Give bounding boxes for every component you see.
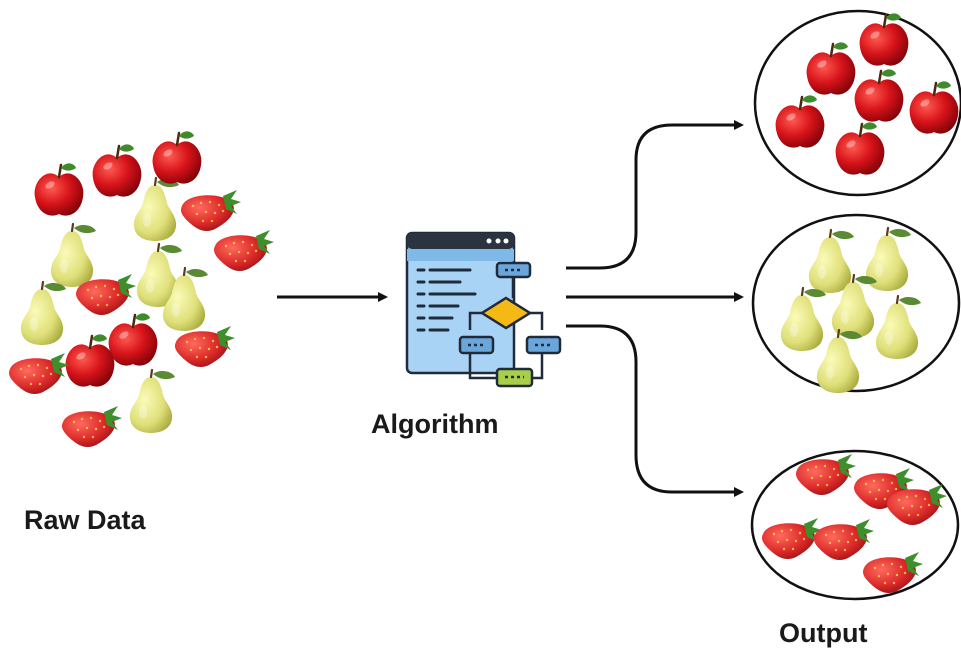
strawberry-icon <box>9 353 69 395</box>
output-group-apples <box>753 9 961 197</box>
pear-icon <box>19 280 68 347</box>
output-arrow-strawberries <box>566 324 744 497</box>
pear-icon <box>132 176 181 243</box>
pear-icon <box>49 222 98 289</box>
pear-icon <box>128 368 177 435</box>
raw-data-fruits <box>9 130 274 448</box>
apple-icon <box>107 312 159 367</box>
strawberry-icon <box>181 190 241 232</box>
output-group-pears <box>751 213 961 395</box>
output-arrow-apples <box>566 120 744 270</box>
apple-icon <box>151 130 203 185</box>
algorithm-label: Algorithm <box>371 409 499 439</box>
apple-icon <box>33 162 85 217</box>
algorithm-icon <box>405 231 562 388</box>
output-label: Output <box>779 618 868 648</box>
strawberry-icon <box>62 406 122 448</box>
output-group-strawberries <box>750 449 960 601</box>
raw-data-label: Raw Data <box>24 505 146 535</box>
strawberry-icon <box>214 230 274 272</box>
strawberry-icon <box>175 326 235 368</box>
apple-icon <box>64 333 116 388</box>
apple-icon <box>91 143 143 198</box>
